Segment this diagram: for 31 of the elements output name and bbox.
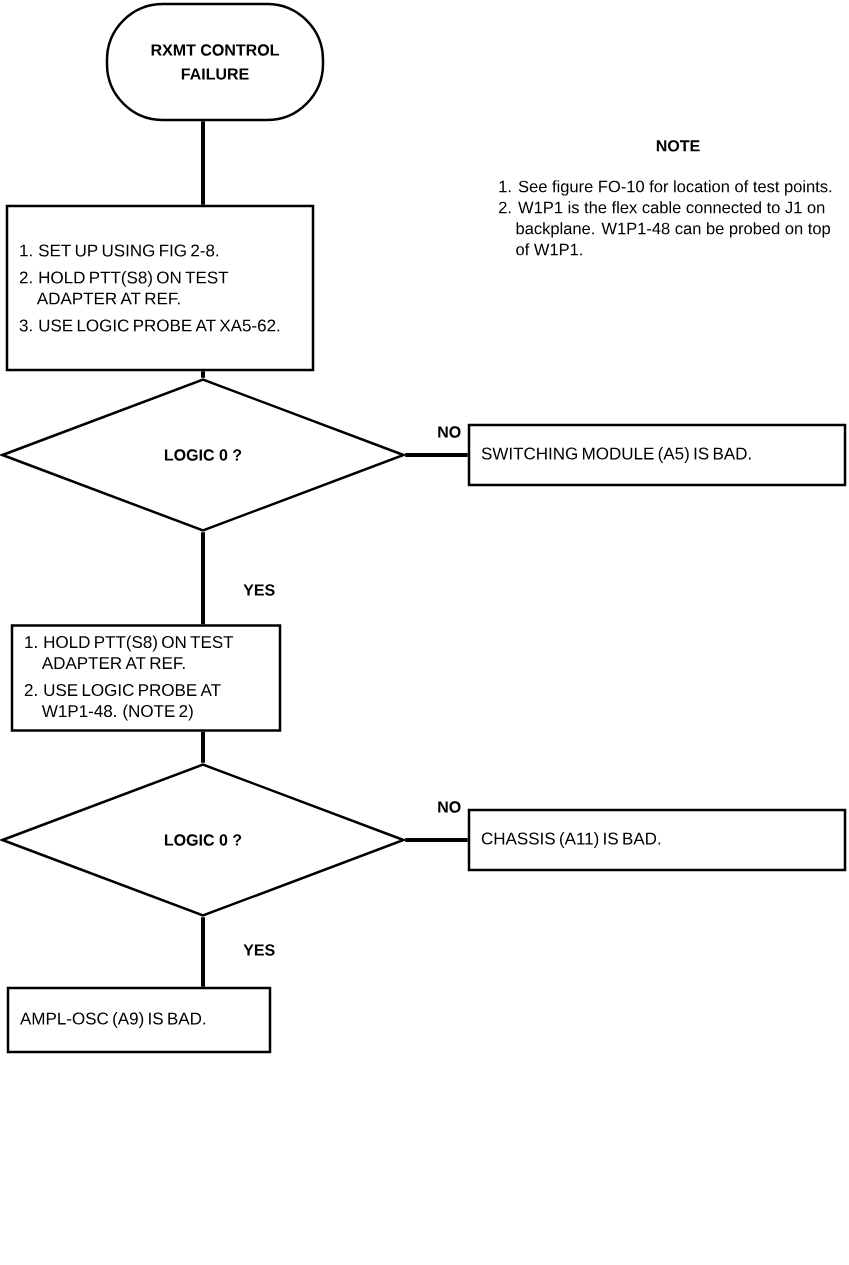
instruction-text: CHASSIS (A11) IS BAD. [481,832,661,848]
note-heading: NOTE [656,140,700,152]
process-box [467,423,847,487]
connector-line [201,532,205,625]
process-box [6,986,272,1054]
terminal-shape [105,2,325,122]
process-box [5,204,315,372]
instruction-text: SWITCHING MODULE (A5) IS BAD. [481,447,751,463]
instruction-text: AMPL-OSC (A9) IS BAD. [20,1012,206,1028]
note-text: 1. See figure FO-10 for location of test points. [499,180,832,196]
connector-line [405,838,468,842]
connector-line [201,371,205,378]
connector-line [201,917,205,987]
connector-line [201,121,205,205]
edge-label: YES [243,944,275,956]
instruction-text: 3. USE LOGIC PROBE AT XA5-62. [19,319,280,332]
instruction-text: 2. USE LOGIC PROBE AT W1P1-48. (NOTE 2) [24,684,221,721]
question-text: LOGIC 0 ? [164,449,242,461]
process-box [467,808,847,872]
edge-label: YES [243,584,275,596]
instruction-text: 1. HOLD PTT(S8) ON TEST ADAPTER AT REF. [25,635,234,669]
connector-line [201,731,205,763]
terminal-text: RXMT CONTROL FAILURE [151,44,279,80]
instruction-text: 2. HOLD PTT(S8) ON TEST ADAPTER AT REF. [19,271,229,305]
note-text: 2. W1P1 is the flex cable connected to J1 on backplane. W1P1-48 can be probed on top of W1P1. [499,201,830,256]
question-text: LOGIC 0 ? [164,834,242,846]
edge-label: NO [438,426,461,438]
instruction-text: 1. SET UP USING FIG 2-8. [20,244,219,257]
process-box [10,624,282,732]
edge-label: NO [438,801,461,813]
connector-line [405,453,468,457]
